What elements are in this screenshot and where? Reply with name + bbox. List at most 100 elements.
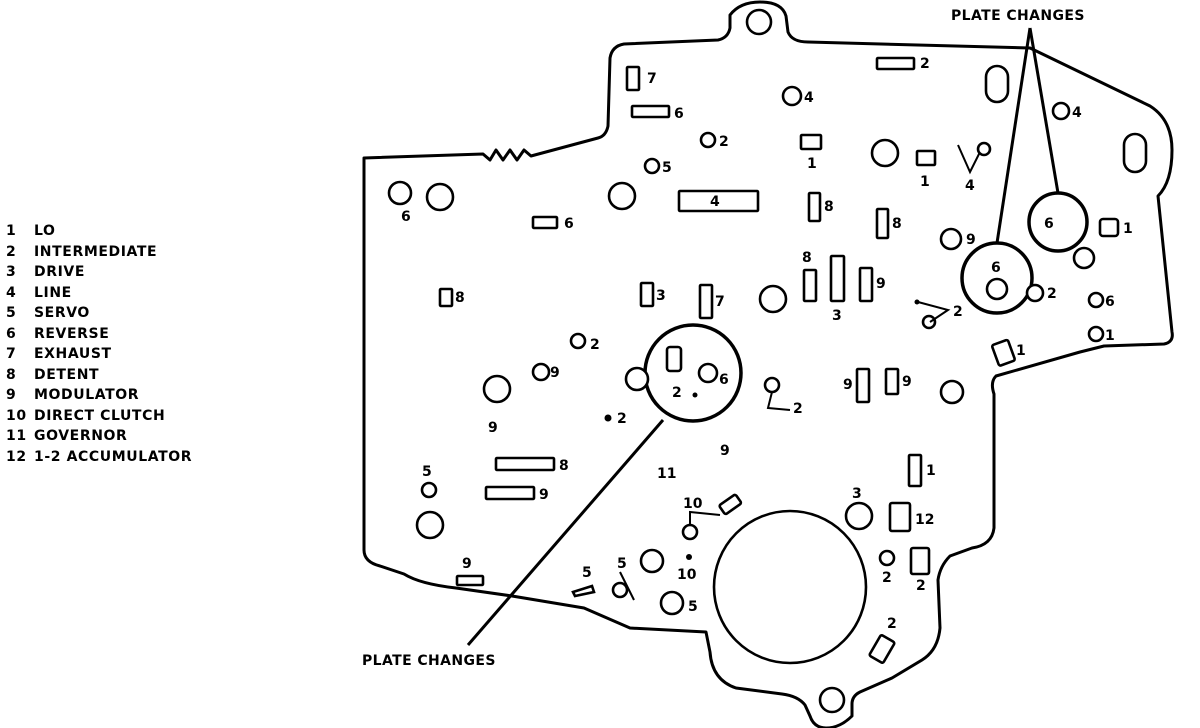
legend-label: 1-2 ACCUMULATOR: [34, 448, 193, 465]
legend-number: 8: [6, 366, 17, 383]
port-label: 6: [564, 216, 574, 232]
port-slot: [990, 338, 1016, 367]
plate-change-circle: [1027, 191, 1089, 253]
oval-slot: [984, 64, 1010, 104]
port-hole: [697, 362, 719, 384]
port-hole: [939, 227, 963, 251]
port-label: 2: [920, 56, 930, 72]
passage-line: [619, 571, 635, 601]
port-hole: [681, 523, 699, 541]
legend-label: GOVERNOR: [34, 428, 128, 444]
legend-label: DRIVE: [34, 264, 86, 280]
passage-line: [689, 510, 721, 525]
port-label: 1: [1105, 328, 1115, 344]
port-label: 7: [715, 294, 725, 310]
legend-number: 6: [6, 325, 17, 342]
port-hole: [425, 182, 455, 212]
port-dot: [686, 554, 692, 560]
port-label: 6: [1105, 294, 1115, 310]
port-hole: [387, 180, 413, 206]
legend-number: 3: [6, 264, 17, 280]
port-slot: [484, 485, 536, 501]
port-label: 9: [966, 232, 976, 248]
port-hole: [921, 314, 937, 330]
port-label: 4: [804, 90, 814, 106]
port-slot: [868, 634, 896, 664]
plate-outline: [362, 0, 1174, 728]
port-hole: [659, 590, 685, 616]
port-slot: [888, 501, 912, 533]
port-label: 2: [1047, 286, 1057, 302]
port-hole: [1051, 101, 1071, 121]
port-label: 8: [559, 458, 569, 474]
legend-number: 2: [6, 243, 17, 260]
port-hole: [870, 138, 900, 168]
port-label: 12: [915, 512, 934, 528]
port-label: 7: [647, 71, 657, 87]
port-hole: [844, 501, 874, 531]
bolt-hole: [745, 8, 773, 36]
port-hole: [643, 157, 661, 175]
port-dot: [914, 299, 920, 305]
port-label: 3: [832, 308, 842, 324]
port-label: 9: [902, 374, 912, 390]
leader-line: [1028, 27, 1060, 194]
port-label: 3: [656, 288, 666, 304]
legend-number: 12: [6, 448, 27, 465]
port-hole: [624, 366, 650, 392]
port-slot: [639, 281, 655, 308]
port-hole: [1087, 325, 1105, 343]
port-label: 9: [843, 377, 853, 393]
port-label: 2: [672, 385, 682, 401]
port-label: 5: [582, 565, 592, 581]
port-slot: [494, 456, 556, 472]
port-slot: [455, 574, 485, 587]
port-label: 2: [882, 570, 892, 586]
port-slot: [807, 191, 822, 223]
port-slot: [630, 104, 671, 119]
port-hole: [1087, 291, 1105, 309]
port-slot: [829, 254, 846, 303]
port-slot: [571, 584, 596, 598]
legend-label: SERVO: [34, 305, 90, 321]
port-label: 8: [892, 216, 902, 232]
port-label: 10: [683, 496, 703, 512]
port-label: 9: [876, 276, 886, 292]
legend-item: 12 1-2 ACCUMULATOR: [6, 447, 246, 468]
port-label: 8: [455, 290, 465, 306]
passage-line: [766, 391, 791, 411]
legend-label: DETENT: [34, 366, 100, 383]
legend-number: 7: [6, 346, 17, 362]
leader-line: [995, 27, 1032, 244]
bolt-hole: [818, 686, 846, 714]
port-label: 1: [920, 174, 930, 190]
port-label: 1: [1123, 221, 1133, 237]
port-hole: [976, 141, 992, 157]
port-label: 4: [710, 194, 720, 210]
port-hole: [531, 362, 551, 382]
port-label: 10: [677, 567, 697, 583]
port-label: 11: [657, 466, 676, 482]
port-label: 4: [1072, 105, 1082, 121]
legend-number: 1: [6, 223, 17, 239]
legend-item: 8 DETENT: [6, 365, 246, 386]
port-hole: [1072, 246, 1096, 270]
port-label: 8: [824, 199, 834, 215]
port-slot: [875, 56, 916, 71]
port-dot: [604, 414, 612, 422]
port-slot: [718, 493, 743, 516]
port-hole: [639, 548, 665, 574]
port-label: 9: [539, 487, 549, 503]
port-slot: [858, 266, 874, 303]
port-hole: [985, 277, 1009, 301]
port-hole: [415, 510, 445, 540]
port-slot: [1098, 217, 1120, 238]
legend-item: 3 DRIVE: [6, 262, 246, 283]
